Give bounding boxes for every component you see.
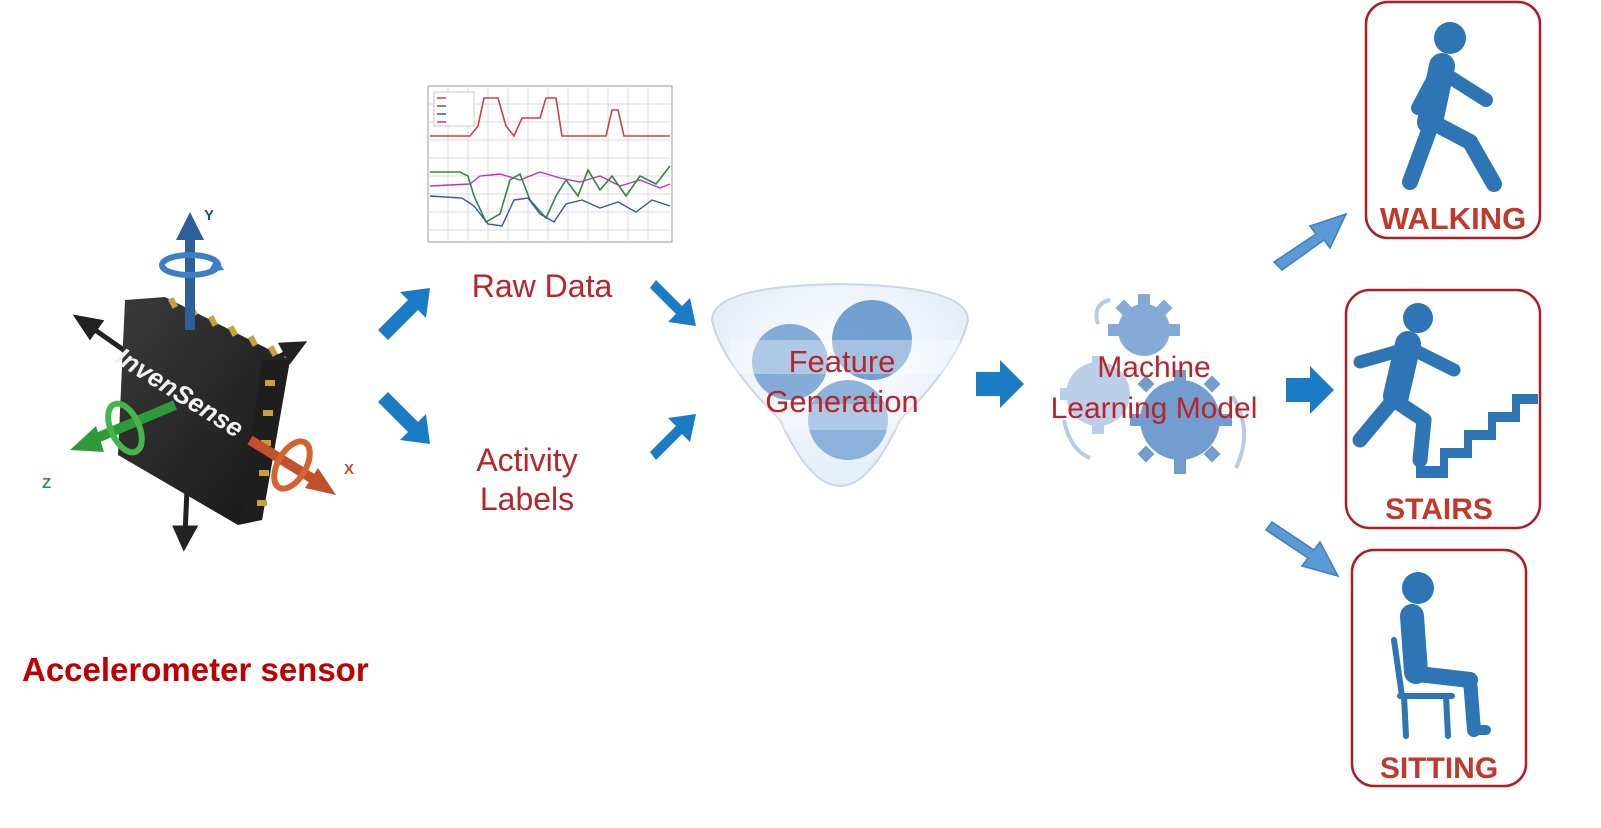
x-axis-label: X [344,461,354,478]
output-walking-label: WALKING [1380,201,1526,236]
feature-generation-funnel [710,282,970,488]
raw-data-plot-thumbnail [427,85,673,243]
feature-generation-line1: Feature [789,344,896,379]
arrow-model-to-stairs [1286,366,1334,414]
sitting-person-icon [1391,572,1491,739]
chip-body: InvenSense [111,297,290,525]
arrow-model-to-sitting [1264,520,1340,578]
feature-generation-line2: Generation [765,384,918,419]
ml-model-line2: Learning Model [1051,392,1258,425]
z-axis-arrow [70,400,177,456]
output-sitting-card: SITTING [1350,548,1528,788]
output-sitting-label: SITTING [1380,752,1498,785]
stairs-climbing-icon [1352,303,1538,478]
feature-circle-2 [832,300,912,380]
output-stairs-label: STAIRS [1385,493,1493,526]
feature-circle-1 [752,324,828,400]
feature-circle-3 [808,380,888,460]
activity-labels-line2: Labels [480,481,574,517]
plot-line-red [430,97,670,138]
arrow-to-activity-labels [378,392,430,444]
y-axis-label: Y [204,207,214,224]
sensor-caption: Accelerometer sensor [22,651,369,688]
gear-top [1108,294,1180,356]
plot-legend-box [433,91,475,127]
arrow-features-to-model [976,360,1024,408]
arrow-raw-data-to-features [650,280,696,326]
output-walking-card: WALKING [1364,0,1542,240]
ml-model-gears [1060,294,1247,474]
arrow-to-raw-data [378,288,430,340]
output-stairs-card: STAIRS [1344,288,1542,530]
plot-line-green [430,165,671,224]
x-axis-arrow [247,435,336,495]
accelerometer-sensor: InvenSense Y Z X [42,207,354,552]
plot-line-blue [429,195,671,227]
raw-data-label: Raw Data [472,268,613,304]
output-arrows [1264,212,1348,578]
arrow-labels-to-features [650,414,696,460]
ml-model-line1: Machine [1097,351,1210,384]
y-axis-arrow [159,212,224,330]
arrow-model-to-walking [1272,212,1348,271]
plot-line-magenta [429,171,671,189]
flow-arrows [378,280,1334,460]
activity-labels-line1: Activity [476,442,577,478]
walking-person-icon [1402,22,1502,192]
gear-left [1060,356,1130,434]
z-axis-label: Z [42,475,51,492]
